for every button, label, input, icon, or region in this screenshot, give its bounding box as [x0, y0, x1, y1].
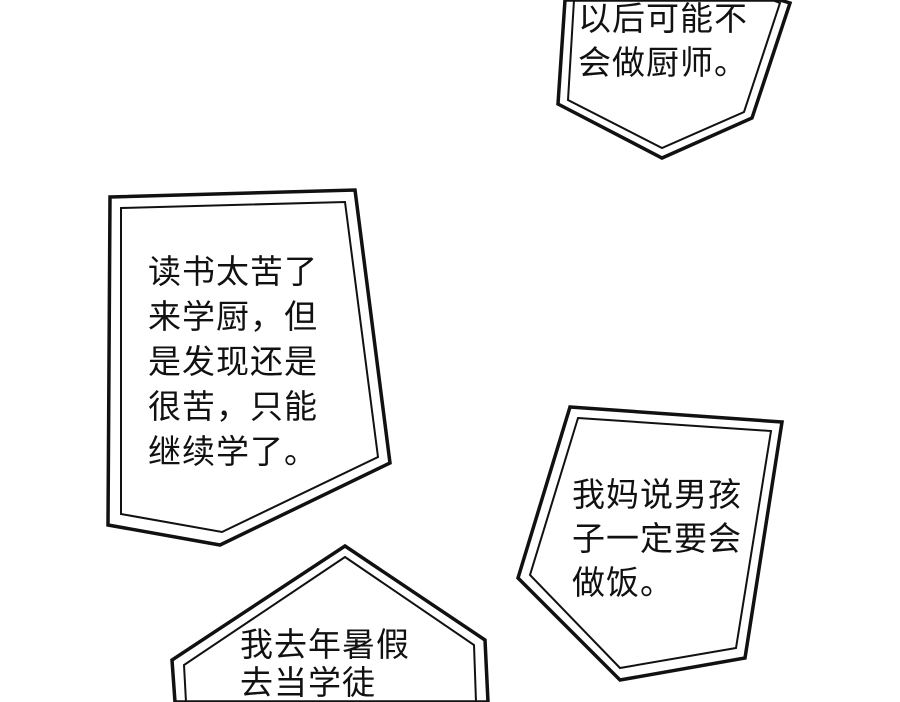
- bubble-left-line-4: 很苦，只能: [148, 387, 318, 426]
- bubble-outer: [556, 0, 793, 160]
- bubble-outline-top-right: [556, 0, 793, 160]
- bubble-outline-left: [106, 188, 392, 547]
- bubble-right-line-2: 子一定要会: [572, 519, 742, 558]
- bubble-top-right-line-1: 以后可能不: [578, 0, 748, 38]
- bubble-right-line-3: 做饭。: [572, 563, 674, 602]
- bubble-outline-right: [516, 405, 785, 682]
- bubble-top-right-line-2: 会做厨师。: [578, 43, 748, 82]
- bubble-outline-bottom: [170, 543, 490, 702]
- bubble-outer: [170, 543, 490, 702]
- bubble-outer: [106, 188, 392, 547]
- bubble-left-line-1: 读书太苦了: [148, 252, 318, 291]
- bubble-right-line-1: 我妈说男孩: [572, 475, 742, 514]
- bubble-bottom-line-2: 去当学徒: [240, 663, 376, 702]
- bubble-outer: [516, 405, 785, 682]
- bubble-inner: [182, 555, 478, 702]
- bubble-bottom-line-1: 我去年暑假: [240, 625, 410, 664]
- bubble-left-line-2: 来学厨，但: [148, 297, 318, 336]
- bubble-inner: [566, 0, 782, 150]
- bubble-inner: [120, 200, 380, 534]
- bubble-left-line-5: 继续学了。: [148, 432, 318, 471]
- bubble-inner: [528, 416, 773, 670]
- bubble-left-line-3: 是发现还是: [148, 342, 318, 381]
